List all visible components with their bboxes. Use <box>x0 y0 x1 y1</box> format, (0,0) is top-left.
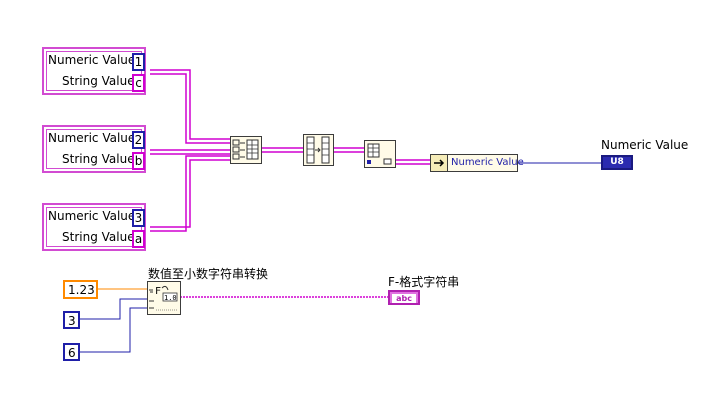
svg-text:F: F <box>155 286 161 297</box>
string-label: String Value <box>62 74 135 88</box>
numeric-element[interactable]: 3 <box>132 209 145 227</box>
function-label: 数值至小数字符串转换 <box>148 267 269 281</box>
width-constant[interactable]: 3 <box>63 311 80 329</box>
numeric-label: Numeric Value <box>48 131 136 145</box>
string-label: String Value <box>62 230 135 244</box>
sort-array-node[interactable] <box>303 134 334 166</box>
int-wire-precision <box>80 307 148 353</box>
number-to-fractional-string-node[interactable]: F 1.0 <box>147 281 181 315</box>
string-label: String Value <box>62 152 135 166</box>
sort-array-icon <box>306 136 330 164</box>
int-wire-width <box>80 298 148 320</box>
cluster-wires <box>150 69 430 232</box>
unbundle-arrow-icon <box>431 155 448 171</box>
cluster-constant-2[interactable]: Numeric Value 2 String Value b <box>42 125 146 173</box>
string-element[interactable]: a <box>132 230 145 248</box>
index-array-icon <box>367 143 392 165</box>
string-indicator-label: F-格式字符串 <box>388 275 460 289</box>
cluster-constant-3[interactable]: Numeric Value 3 String Value a <box>42 203 146 251</box>
string-indicator[interactable]: abc <box>388 290 420 305</box>
numeric-indicator-label: Numeric Value <box>601 138 689 152</box>
build-array-icon <box>232 139 259 160</box>
abc-type-label: abc <box>392 294 416 303</box>
build-array-node[interactable] <box>230 136 262 164</box>
numeric-label: Numeric Value <box>48 53 136 67</box>
fractional-string-icon: F 1.0 <box>149 285 178 311</box>
u8-type-label: U8 <box>610 157 624 167</box>
index-array-node[interactable] <box>364 140 396 168</box>
numeric-element[interactable]: 1 <box>132 53 145 71</box>
string-element[interactable]: c <box>132 74 145 92</box>
numeric-label: Numeric Value <box>48 209 136 223</box>
unbundle-by-name-node[interactable]: Numeric Value <box>430 154 524 172</box>
unbundle-element-label: Numeric Value <box>451 157 524 168</box>
numeric-element[interactable]: 2 <box>132 131 145 149</box>
cluster-constant-1[interactable]: Numeric Value 1 String Value c <box>42 47 146 95</box>
u8-indicator[interactable]: U8 <box>601 155 633 170</box>
precision-constant[interactable]: 6 <box>63 343 80 361</box>
string-element[interactable]: b <box>132 152 145 170</box>
float-constant[interactable]: 1.23 <box>63 280 98 299</box>
svg-text:1.0: 1.0 <box>164 294 177 302</box>
